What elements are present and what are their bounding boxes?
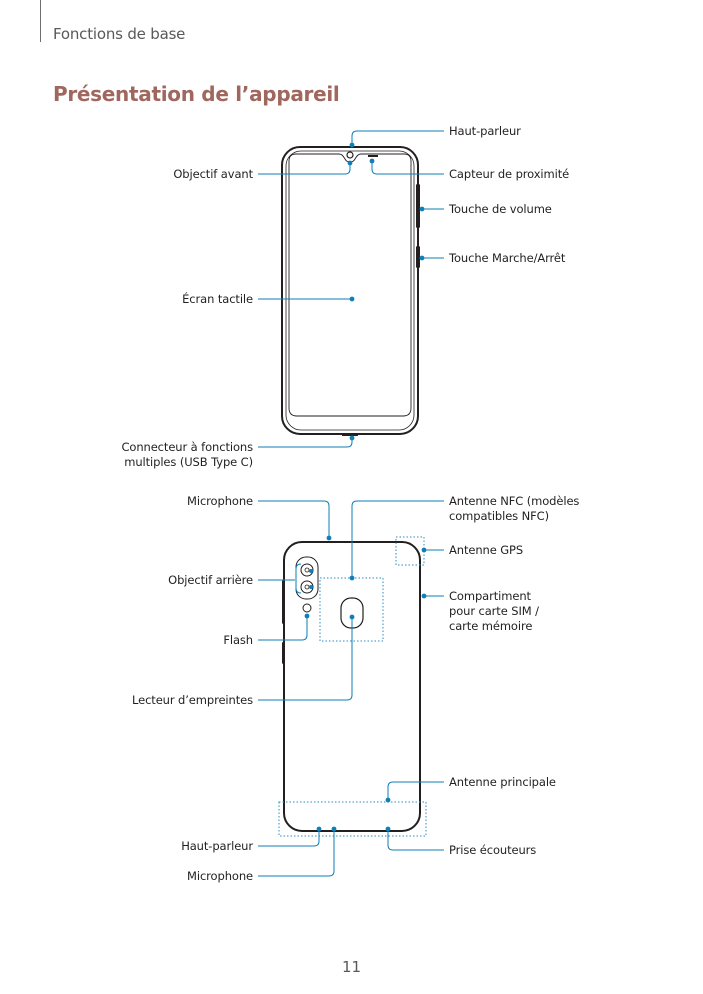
page-title: Présentation de l’appareil	[53, 82, 340, 106]
label-volume-key: Touche de volume	[449, 202, 552, 216]
label-proximity-sensor: Capteur de proximité	[449, 167, 570, 181]
front-callouts	[258, 130, 444, 448]
front-camera-lens	[346, 151, 354, 159]
label-front-camera: Objectif avant	[173, 167, 253, 181]
callout-flash	[258, 616, 308, 641]
label-sim-line-2: pour carte SIM /	[449, 604, 539, 618]
page-number: 11	[341, 958, 362, 976]
label-nfc-line-1: Antenne NFC (modèles	[449, 494, 580, 508]
back-phone	[282, 541, 421, 832]
label-sim-line-1: Compartiment	[449, 589, 531, 603]
front-body-outer	[281, 146, 419, 435]
front-body-inner	[285, 150, 415, 431]
callout-usb	[258, 438, 353, 448]
label-usb-line-2: multiples (USB Type C)	[124, 455, 253, 469]
label-rear-camera: Objectif arrière	[168, 573, 253, 587]
bottom-antenna-area	[278, 801, 427, 837]
label-power-key: Touche Marche/Arrêt	[449, 251, 566, 265]
label-earphone-jack: Prise écouteurs	[449, 843, 537, 857]
label-nfc-antenna: Antenne NFC (modèles compatibles NFC)	[449, 494, 579, 524]
label-fingerprint-sensor: Lecteur d’empreintes	[131, 693, 253, 707]
touchscreen-outline	[288, 153, 412, 417]
callout-mic-top	[258, 500, 330, 538]
section-header: Fonctions de base	[53, 25, 186, 43]
label-usb-line-1: Connecteur à fonctions	[121, 440, 253, 454]
callout-fingerprint	[258, 617, 353, 701]
callout-main-antenna	[387, 781, 444, 800]
rear-camera-bracket	[295, 563, 302, 594]
label-speaker-top: Haut-parleur	[449, 124, 521, 138]
label-main-antenna: Antenne principale	[449, 775, 556, 789]
label-flash: Flash	[223, 633, 253, 647]
back-callout-dots	[304, 535, 427, 832]
label-microphone-bottom: Microphone	[187, 869, 253, 883]
rear-camera-lens-1	[300, 563, 314, 577]
back-callouts	[258, 500, 444, 877]
label-sim-tray: Compartiment pour carte SIM / carte mémo…	[449, 589, 539, 634]
callout-proximity	[371, 161, 444, 175]
label-touchscreen: Écran tactile	[182, 292, 253, 306]
front-callout-dots	[347, 142, 425, 441]
header-rule	[40, 0, 41, 42]
label-usb-connector: Connecteur à fonctions multiples (USB Ty…	[121, 440, 253, 470]
callout-mic-bottom	[258, 829, 335, 877]
label-speaker-bottom: Haut-parleur	[181, 839, 253, 853]
label-gps-antenna: Antenne GPS	[449, 543, 524, 557]
callout-earphone	[387, 829, 444, 851]
usb-port	[342, 434, 358, 436]
label-microphone-top: Microphone	[187, 494, 253, 508]
front-phone	[281, 146, 420, 436]
callout-front-camera	[258, 163, 351, 175]
proximity-sensor	[368, 155, 378, 157]
callout-speaker-bottom	[258, 829, 320, 847]
callout-nfc	[351, 500, 444, 578]
flash-led	[302, 603, 312, 613]
callout-speaker-top	[351, 130, 444, 145]
label-nfc-line-2: compatibles NFC)	[449, 509, 549, 523]
label-sim-line-3: carte mémoire	[449, 619, 533, 633]
